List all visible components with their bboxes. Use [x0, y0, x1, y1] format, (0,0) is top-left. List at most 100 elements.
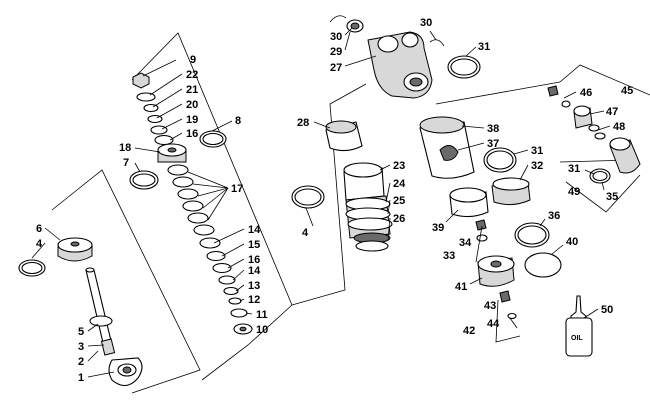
leader-16a	[169, 132, 183, 141]
callout-24: 24	[393, 178, 406, 190]
callout-36: 36	[548, 210, 560, 222]
callout-35: 35	[606, 191, 618, 203]
part-13-shim	[223, 286, 239, 296]
callout-21: 21	[186, 84, 198, 96]
part-18-piston-hole	[167, 147, 177, 153]
callout-33: 33	[443, 250, 455, 262]
leader-46	[563, 91, 577, 99]
body-frame-top	[435, 81, 561, 105]
callout-31b: 31	[531, 145, 543, 157]
part-17-shim-5	[187, 212, 209, 224]
leader-28	[313, 121, 331, 129]
part-47-knob-top	[573, 105, 591, 117]
leader-47	[589, 110, 605, 115]
part-27-eye-right	[401, 32, 419, 48]
callout-28: 28	[297, 117, 309, 129]
callout-16a: 16	[186, 128, 198, 140]
valve-stack-frame-left	[131, 32, 293, 306]
leader-30a	[344, 27, 353, 36]
callout-25: 25	[393, 195, 405, 207]
callout-46: 46	[580, 87, 592, 99]
leader-19	[161, 118, 183, 130]
callout-7: 7	[123, 157, 129, 169]
leader-13	[235, 284, 245, 292]
callout-5: 5	[78, 326, 84, 338]
callout-34: 34	[459, 237, 472, 249]
leader-1	[87, 371, 115, 378]
callout-44: 44	[487, 318, 500, 330]
part-2-shaft	[85, 269, 113, 348]
part-2-shaft-tip	[85, 267, 95, 273]
part-12-shim	[228, 297, 242, 305]
callout-31c: 31	[568, 163, 580, 175]
part-39-end-cap-top	[449, 187, 487, 203]
oil-bottle-body	[565, 317, 593, 357]
leader-39	[445, 209, 459, 223]
part-33-valve-seat	[476, 234, 488, 242]
part-43-valve	[499, 290, 511, 303]
shaft-assembly-frame	[51, 169, 201, 394]
part-6-cap-hole	[70, 241, 80, 247]
part-35-ring-inner	[592, 170, 608, 182]
part-17-shim-2	[172, 176, 194, 188]
leader-23	[379, 164, 391, 171]
part-38-reservoir-top	[419, 116, 465, 134]
oil-bottle-group: OIL 50	[565, 295, 613, 357]
callout-13: 13	[248, 280, 260, 292]
leader-21	[152, 88, 183, 108]
callout-39: 39	[432, 222, 444, 234]
part-27-bore-hole	[409, 77, 423, 87]
leader-3	[87, 344, 105, 347]
part-5-washer	[89, 315, 113, 327]
callout-30b: 30	[420, 17, 432, 29]
leader-29	[344, 31, 351, 51]
callout-6: 6	[36, 223, 42, 235]
callout-11: 11	[256, 309, 268, 321]
body-frame	[291, 83, 367, 306]
part-3-thread	[100, 338, 116, 356]
callout-14b: 14	[248, 265, 261, 277]
part-4-o-ring-inner	[21, 261, 43, 275]
leader-22	[149, 73, 183, 96]
part-40-cap	[524, 252, 562, 278]
leader-38	[461, 125, 485, 129]
callout-16b: 16	[248, 254, 260, 266]
leader-18	[134, 147, 161, 153]
part-1-eyelet-hole	[122, 366, 132, 374]
leader-17-e	[207, 187, 229, 221]
callout-45: 45	[621, 85, 633, 97]
leader-4b	[305, 207, 314, 227]
part-44-cap	[507, 312, 517, 320]
callout-40: 40	[566, 236, 578, 248]
part-31-ring-top-inner	[450, 58, 478, 76]
part-17-shim-1	[167, 164, 189, 176]
bracket-42	[495, 299, 521, 343]
shaft-assembly-group: 6 4 5 3 2 1	[18, 169, 201, 394]
leader-2	[87, 350, 99, 362]
part-11-shim	[230, 308, 248, 318]
leader-15	[221, 243, 245, 257]
callout-20: 20	[186, 99, 198, 111]
leader-11	[245, 312, 253, 315]
part-14-shim-lower	[218, 275, 236, 285]
leader-17-a	[187, 171, 229, 189]
leader-31c	[584, 169, 595, 175]
callout-50: 50	[601, 304, 613, 316]
valve-stack-group: 9 22 21 20 19 16 8 18 7 17 14 15 16 14 1…	[119, 32, 293, 381]
part-46-washer	[561, 100, 571, 108]
callout-2: 2	[78, 356, 84, 368]
leader-14b	[232, 269, 245, 281]
callout-3: 3	[78, 341, 84, 353]
part-7-piston-ring-inner	[132, 173, 156, 187]
part-25-collar-2	[347, 217, 393, 231]
callout-19: 19	[186, 114, 198, 126]
leader-31a	[465, 46, 477, 57]
part-30-clip-right	[429, 39, 445, 47]
part-22-washer	[136, 92, 156, 102]
part-31-ring-mid-inner	[486, 150, 514, 170]
part-49-frame	[565, 174, 641, 213]
part-37-decal	[439, 145, 459, 161]
callout-27: 27	[330, 62, 342, 74]
